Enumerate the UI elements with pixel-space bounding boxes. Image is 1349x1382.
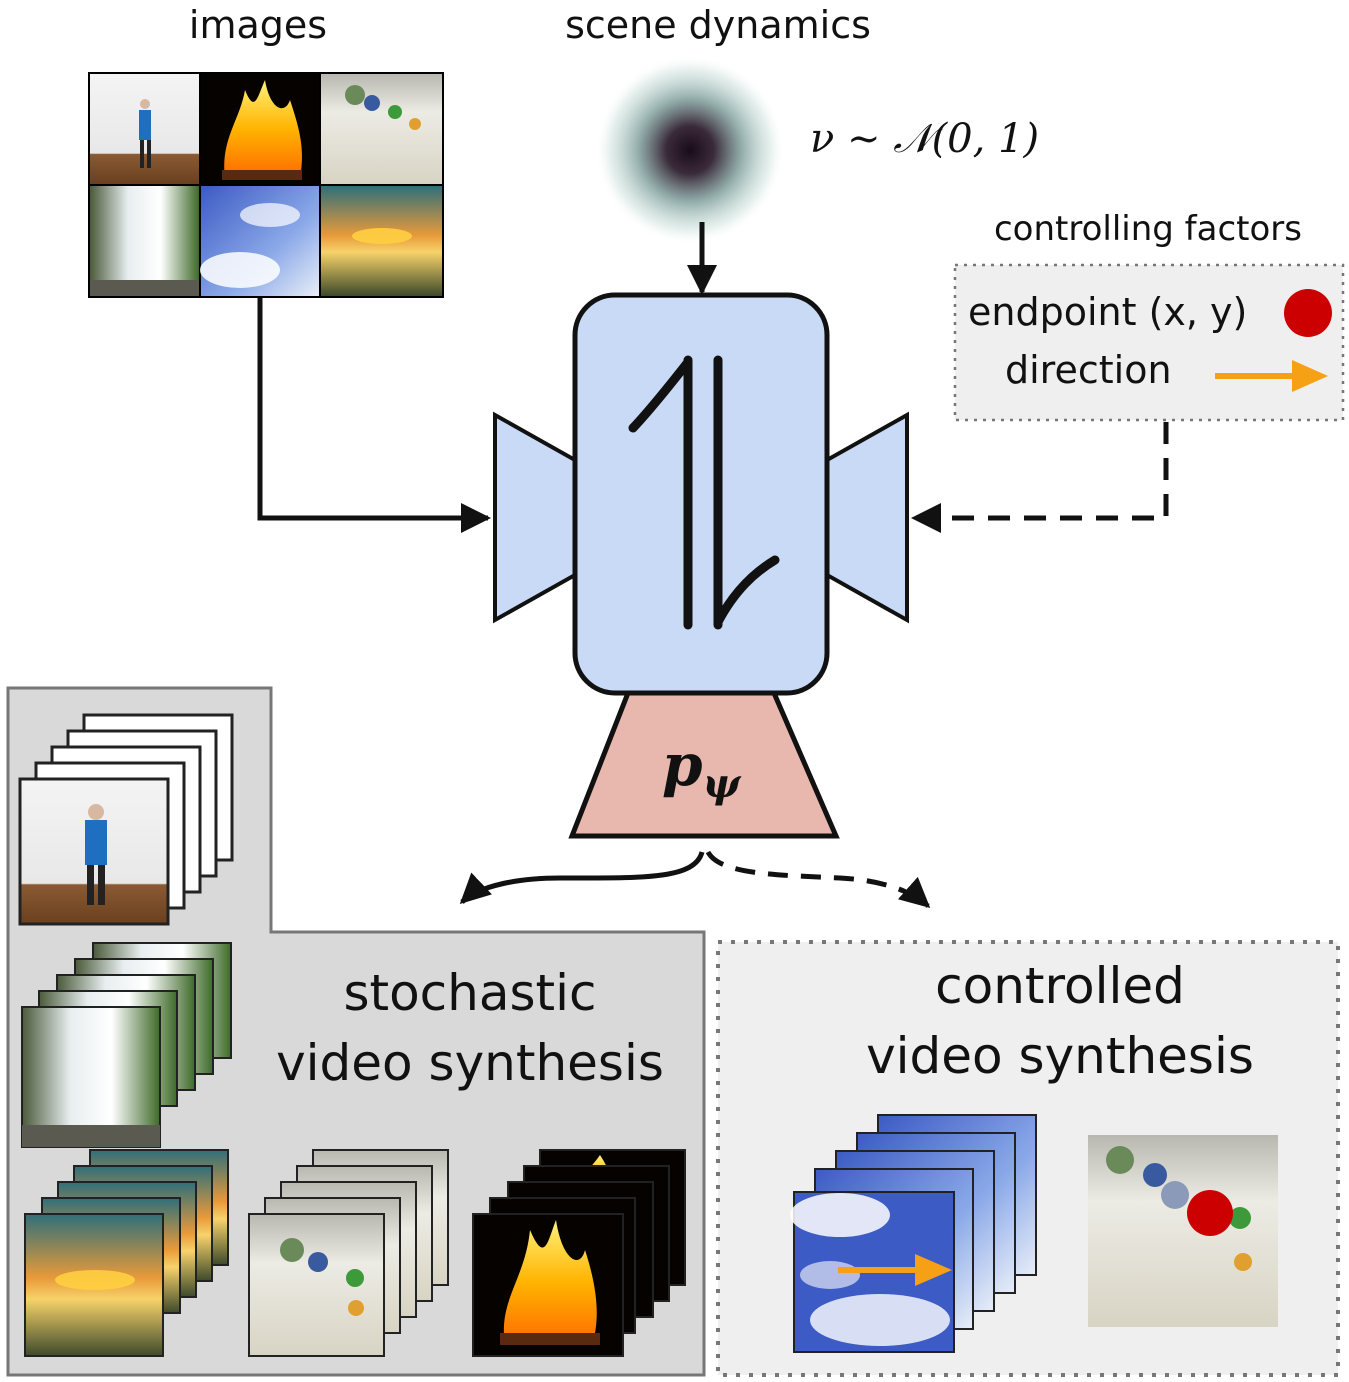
stochastic-title-line1: stochastic bbox=[343, 964, 596, 1022]
flow-model bbox=[572, 292, 830, 696]
direction-label: direction bbox=[1005, 348, 1172, 392]
thumbnail-clouds bbox=[200, 186, 319, 296]
thumbnail-sunset bbox=[321, 186, 442, 296]
stochastic-title-line2: video synthesis bbox=[276, 1034, 664, 1092]
thumbnail-waterfall bbox=[90, 186, 199, 296]
decoder bbox=[568, 690, 840, 839]
thumbnail-fire bbox=[201, 74, 319, 184]
model-right-input bbox=[825, 411, 909, 624]
orange-arrow-icon bbox=[1215, 360, 1328, 392]
decoder-subscript: ψ bbox=[703, 760, 742, 807]
frame-stack-sunset bbox=[24, 1149, 229, 1357]
red-dot-icon bbox=[1284, 289, 1332, 337]
thumbnail-table bbox=[321, 74, 442, 184]
controlled-table-frame bbox=[1088, 1135, 1278, 1327]
model-left-input bbox=[493, 411, 577, 624]
thumbnail-person bbox=[90, 74, 199, 184]
controls-to-model-arrow bbox=[911, 422, 1169, 533]
endpoint-marker bbox=[1187, 1190, 1233, 1236]
images-to-model-arrow bbox=[257, 298, 491, 533]
decoder-label: pψ bbox=[662, 731, 742, 807]
controlling-factors-label: controlling factors bbox=[994, 209, 1302, 249]
controlled-title-line1: controlled bbox=[935, 957, 1185, 1015]
invertible-flow-icon bbox=[628, 355, 780, 630]
controlled-title-line2: video synthesis bbox=[866, 1027, 1254, 1085]
frame-stack-fire bbox=[472, 1149, 686, 1357]
frame-stack-table bbox=[248, 1149, 449, 1357]
input-image-grid bbox=[88, 72, 444, 298]
to-controlled-arrow bbox=[705, 850, 931, 908]
scene-dynamics-label: scene dynamics bbox=[565, 3, 871, 47]
endpoint-label: endpoint (x, y) bbox=[968, 290, 1247, 334]
controlling-factors-box: endpoint (x, y) direction bbox=[953, 263, 1345, 422]
frame-stack-clouds bbox=[790, 1114, 1037, 1353]
images-label: images bbox=[189, 3, 327, 47]
to-stochastic-arrow bbox=[459, 851, 705, 905]
gaussian-noise-icon bbox=[595, 55, 785, 245]
frame-stack-waterfall bbox=[21, 942, 232, 1148]
frame-stack-person bbox=[18, 713, 234, 926]
noise-formula: ν ∼ 𝒩(0, 1) bbox=[810, 116, 1039, 162]
